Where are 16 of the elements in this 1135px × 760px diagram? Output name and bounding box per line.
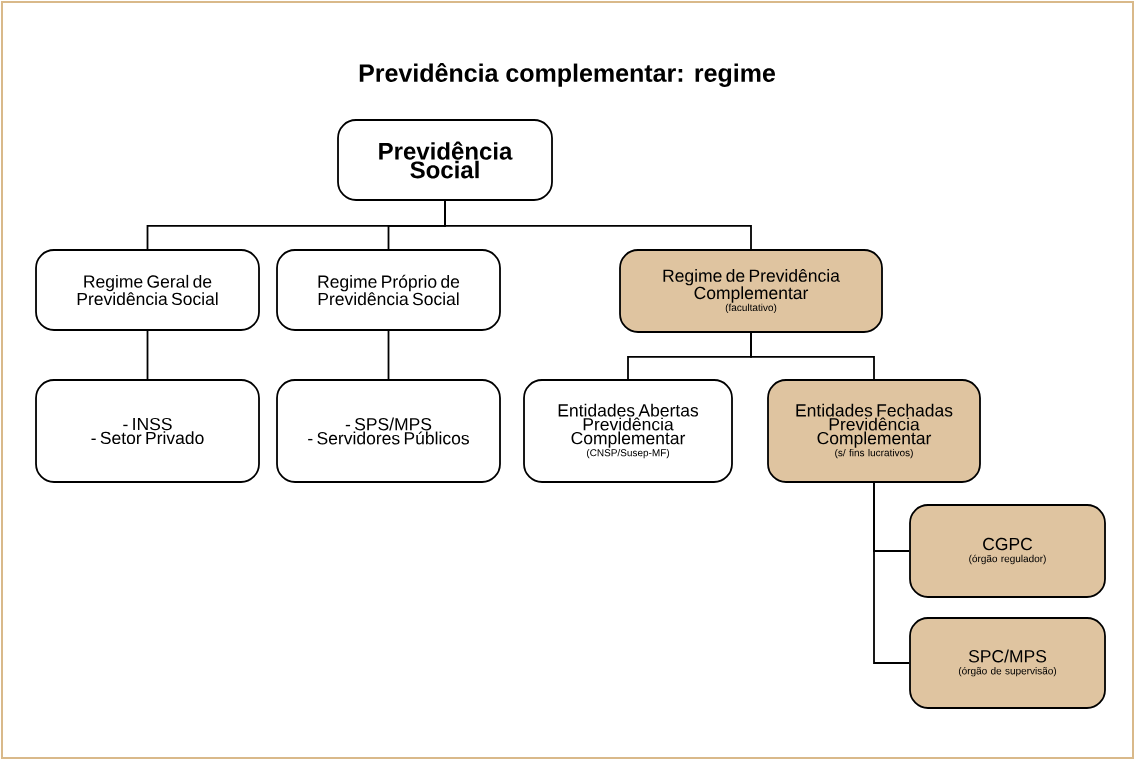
- highlighted-box: Entidades Fechadas Previdência Complementar (s/ fins lucrativos): [767, 379, 981, 483]
- connector-line: [387, 330, 390, 380]
- connector-line: [873, 482, 910, 664]
- connector-line: [444, 200, 752, 250]
- highlighted-box: Regime de Previdência Complementar (facultativo): [619, 249, 883, 333]
- connector-line: [146, 330, 149, 380]
- title: Previdência complementar: regime: [359, 63, 775, 87]
- text-box: - SPS/MPS - Servidores Públicos: [276, 379, 501, 483]
- connector-line: [750, 332, 875, 380]
- text-box: Entidades Abertas Previdência Complementar (CNSP/Susep-MF): [523, 379, 733, 483]
- highlighted-box: CGPC (órgão regulador): [909, 504, 1106, 598]
- text-box: - INSS - Setor Privado: [35, 379, 260, 483]
- highlighted-box: SPC/MPS (órgão de supervisão): [909, 617, 1106, 709]
- text-box: Previdência Social: [337, 119, 553, 201]
- text-box: Regime Geral de Previdência Social: [35, 249, 260, 331]
- text-box: Regime Próprio de Previdência Social: [276, 249, 501, 331]
